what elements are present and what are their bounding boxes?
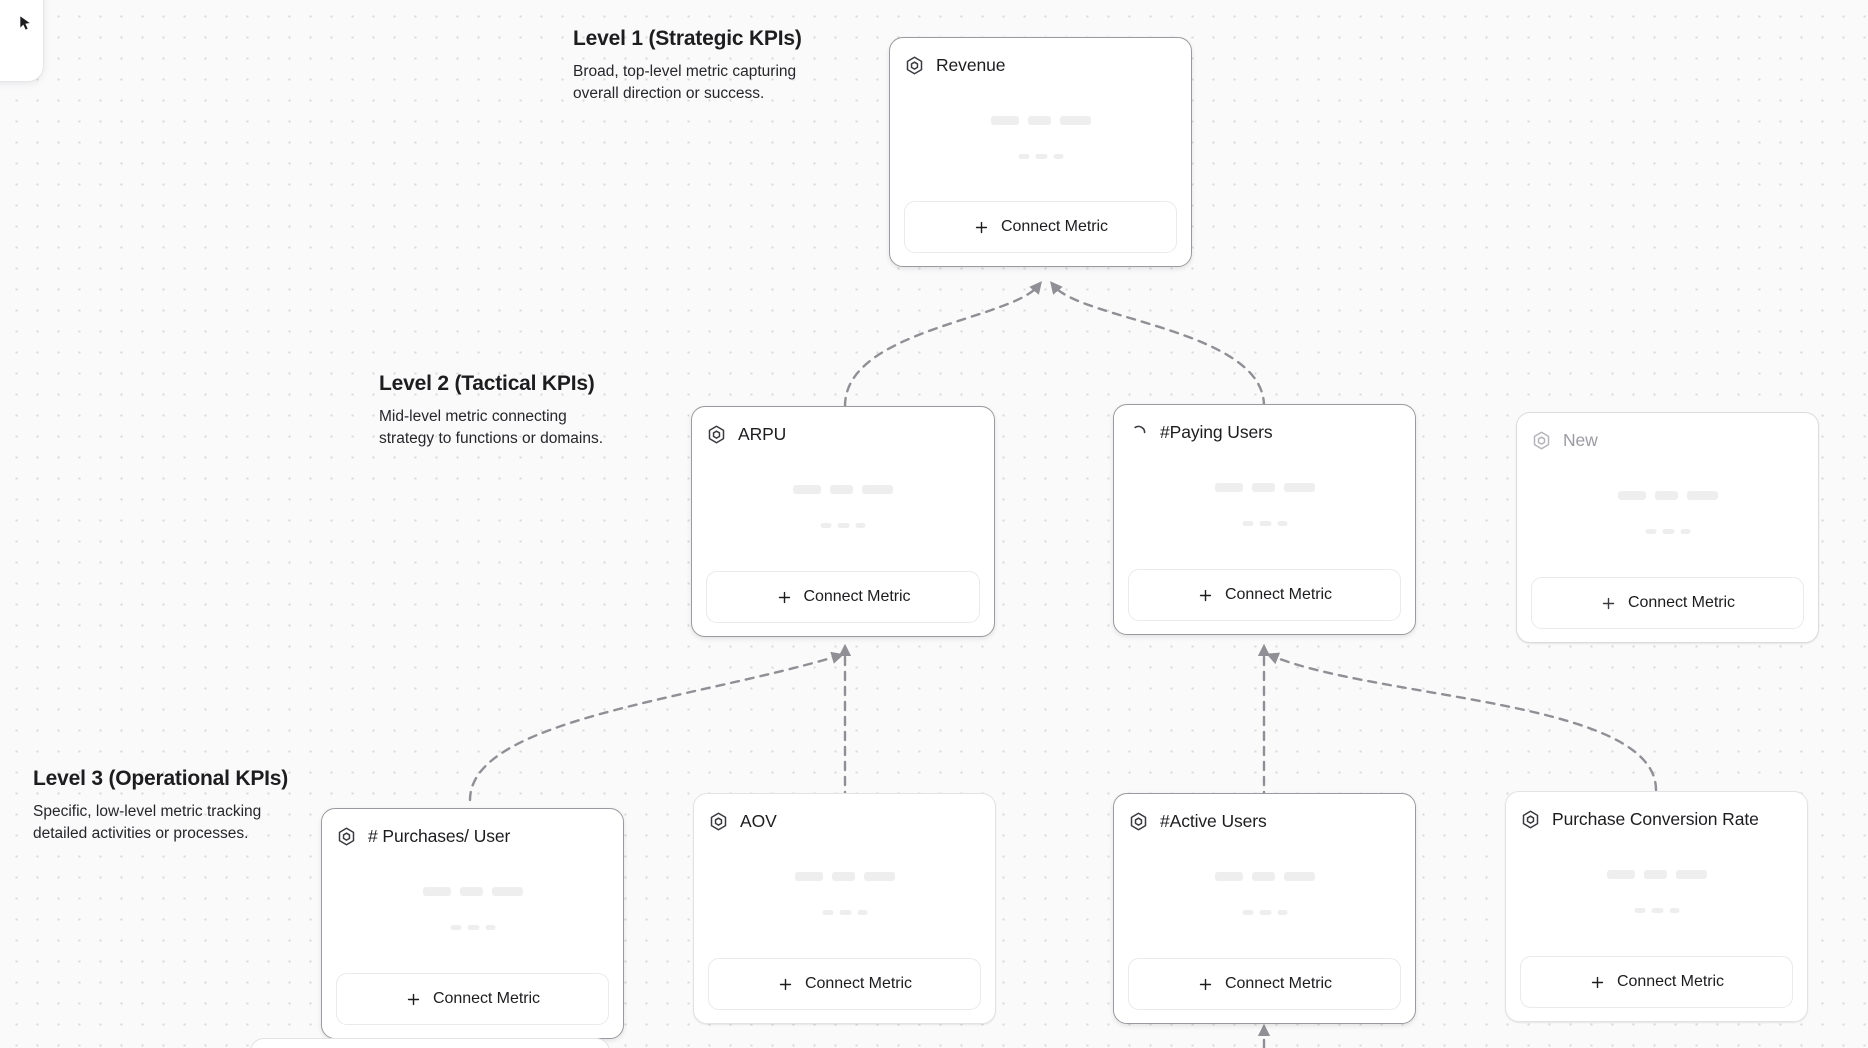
skeleton-row-primary bbox=[1606, 870, 1707, 879]
connect-metric-button[interactable]: Connect Metric bbox=[708, 958, 981, 1010]
plus-icon bbox=[1602, 597, 1615, 609]
card-body-placeholder bbox=[336, 849, 609, 973]
level-2-label-group: Level 2 (Tactical KPIs) Mid-level metric… bbox=[379, 372, 625, 450]
connect-metric-button[interactable]: Connect Metric bbox=[706, 571, 980, 623]
skeleton-row-secondary bbox=[822, 910, 867, 915]
card-header: AOV bbox=[708, 808, 981, 834]
connect-metric-label: Connect Metric bbox=[805, 975, 912, 992]
skeleton-row-primary bbox=[793, 485, 893, 494]
card-header: ARPU bbox=[706, 421, 980, 447]
skeleton-row-primary bbox=[1214, 483, 1315, 492]
card-body-placeholder bbox=[1128, 445, 1401, 569]
metric-card-paying-users[interactable]: #Paying Users Connect Metric bbox=[1113, 404, 1416, 635]
metric-card-partial-below[interactable] bbox=[250, 1038, 610, 1048]
skeleton-row-secondary bbox=[1645, 529, 1690, 534]
metric-card-arpu[interactable]: ARPU Connect Metric bbox=[691, 406, 995, 637]
hexagon-metric-icon bbox=[906, 56, 923, 74]
card-title: AOV bbox=[740, 810, 777, 831]
card-header: Revenue bbox=[904, 52, 1177, 78]
plus-icon bbox=[975, 221, 988, 233]
plus-icon bbox=[1591, 976, 1604, 988]
level-3-label-group: Level 3 (Operational KPIs) Specific, low… bbox=[33, 767, 288, 845]
connect-metric-label: Connect Metric bbox=[433, 990, 540, 1007]
card-body-placeholder bbox=[1128, 834, 1401, 958]
card-title: New bbox=[1563, 429, 1598, 450]
card-title: Purchase Conversion Rate bbox=[1552, 808, 1759, 829]
level-3-description: Specific, low-level metric tracking deta… bbox=[33, 803, 262, 842]
cursor-icon bbox=[20, 16, 30, 30]
plus-icon bbox=[407, 993, 420, 1005]
plus-icon bbox=[778, 591, 790, 603]
connect-metric-button[interactable]: Connect Metric bbox=[904, 201, 1177, 253]
card-body-placeholder bbox=[706, 447, 980, 571]
plus-icon bbox=[1199, 589, 1212, 601]
connect-metric-label: Connect Metric bbox=[803, 588, 911, 605]
card-title: #Active Users bbox=[1160, 810, 1267, 831]
level-3-title: Level 3 (Operational KPIs) bbox=[33, 767, 289, 790]
connect-metric-label: Connect Metric bbox=[1617, 973, 1724, 990]
hexagon-metric-icon bbox=[1522, 810, 1539, 828]
connect-metric-label: Connect Metric bbox=[1628, 594, 1735, 611]
connect-metric-label: Connect Metric bbox=[1225, 975, 1332, 992]
metric-card-purchases-per-user[interactable]: # Purchases/ User Connect Metric bbox=[321, 808, 624, 1039]
skeleton-row-secondary bbox=[1242, 521, 1287, 526]
hexagon-metric-icon bbox=[710, 812, 727, 830]
floating-corner-panel[interactable] bbox=[0, 0, 44, 82]
level-1-title: Level 1 (Strategic KPIs) bbox=[573, 27, 802, 50]
hexagon-metric-icon bbox=[1533, 431, 1550, 449]
level-2-title: Level 2 (Tactical KPIs) bbox=[379, 372, 595, 395]
metric-card-aov[interactable]: AOV Connect Metric bbox=[693, 793, 996, 1024]
connect-metric-label: Connect Metric bbox=[1225, 586, 1332, 603]
plus-icon bbox=[1199, 978, 1212, 990]
skeleton-row-primary bbox=[794, 872, 895, 881]
connect-metric-button[interactable]: Connect Metric bbox=[1128, 569, 1401, 621]
card-body-placeholder bbox=[904, 78, 1177, 201]
connect-metric-button[interactable]: Connect Metric bbox=[1531, 577, 1804, 629]
card-header: Purchase Conversion Rate bbox=[1520, 806, 1793, 832]
card-body-placeholder bbox=[708, 834, 981, 958]
metric-card-purchase-conversion-rate[interactable]: Purchase Conversion Rate Connect Metric bbox=[1505, 791, 1808, 1022]
card-title: ARPU bbox=[738, 423, 787, 444]
skeleton-row-secondary bbox=[1018, 154, 1063, 159]
connect-metric-label: Connect Metric bbox=[1001, 218, 1108, 235]
spinner-loading-icon bbox=[1134, 425, 1146, 433]
skeleton-row-primary bbox=[990, 116, 1091, 125]
hexagon-metric-icon bbox=[1130, 812, 1147, 830]
card-body-placeholder bbox=[1531, 453, 1804, 577]
metric-card-revenue[interactable]: Revenue Connect Metric bbox=[889, 37, 1192, 267]
skeleton-row-primary bbox=[1214, 872, 1315, 881]
level-1-description: Broad, top-level metric capturing overal… bbox=[573, 63, 797, 102]
card-title: #Paying Users bbox=[1160, 421, 1273, 442]
skeleton-row-primary bbox=[1617, 491, 1718, 500]
card-header: #Paying Users bbox=[1128, 419, 1401, 445]
connect-metric-button[interactable]: Connect Metric bbox=[336, 973, 609, 1025]
skeleton-row-secondary bbox=[820, 523, 866, 528]
card-header: New bbox=[1531, 427, 1804, 453]
skeleton-row-secondary bbox=[450, 925, 495, 930]
metric-card-new[interactable]: New Connect Metric bbox=[1516, 412, 1819, 643]
connect-metric-button[interactable]: Connect Metric bbox=[1520, 956, 1793, 1008]
skeleton-row-primary bbox=[422, 887, 523, 896]
card-header: #Active Users bbox=[1128, 808, 1401, 834]
card-title: Revenue bbox=[936, 54, 1006, 75]
card-header: # Purchases/ User bbox=[336, 823, 609, 849]
card-title: # Purchases/ User bbox=[368, 825, 511, 846]
card-body-placeholder bbox=[1520, 832, 1793, 956]
skeleton-row-secondary bbox=[1634, 908, 1679, 913]
metric-card-active-users[interactable]: #Active Users Connect Metric bbox=[1113, 793, 1416, 1024]
level-1-label-group: Level 1 (Strategic KPIs) Broad, top-leve… bbox=[573, 27, 819, 105]
connect-metric-button[interactable]: Connect Metric bbox=[1128, 958, 1401, 1010]
hexagon-metric-icon bbox=[338, 827, 355, 845]
hexagon-metric-icon bbox=[708, 425, 725, 443]
skeleton-row-secondary bbox=[1242, 910, 1287, 915]
plus-icon bbox=[779, 978, 792, 990]
level-2-description: Mid-level metric connecting strategy to … bbox=[379, 408, 604, 447]
